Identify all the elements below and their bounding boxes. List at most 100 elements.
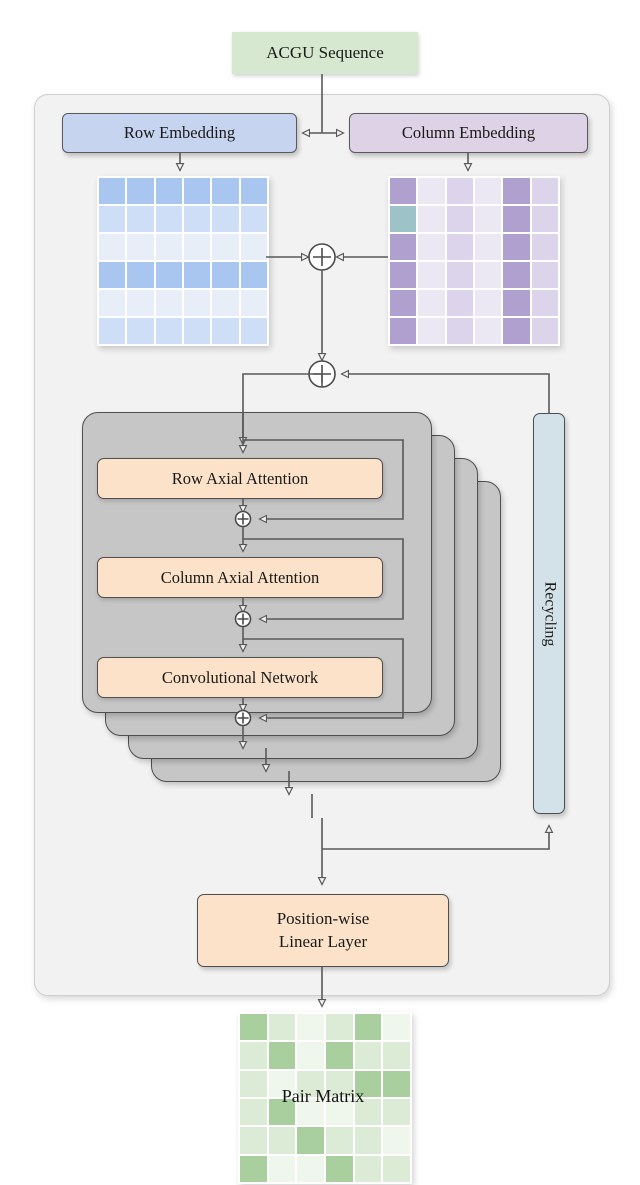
heatmap-cell [240, 1155, 267, 1182]
heatmap-cell [383, 1042, 410, 1069]
row-embedding-matrix [97, 176, 269, 346]
heatmap-cell [390, 206, 417, 232]
heatmap-cell [325, 1127, 353, 1154]
heatmap-cell [418, 234, 445, 260]
column-embedding-matrix [388, 176, 560, 346]
heatmap-cell [240, 1070, 267, 1097]
heatmap-cell [418, 178, 445, 204]
heatmap-cell [212, 318, 239, 344]
heatmap-cell [127, 262, 154, 288]
heatmap-cell [155, 318, 182, 344]
heatmap-cell [354, 1014, 382, 1041]
heatmap-cell [99, 318, 126, 344]
heatmap-cell [212, 290, 239, 316]
heatmap-cell [268, 1014, 296, 1041]
heatmap-cell [184, 318, 211, 344]
heatmap-cell [212, 206, 239, 232]
heatmap-cell [354, 1155, 382, 1182]
heatmap-cell [240, 1099, 267, 1126]
heatmap-cell [297, 1014, 324, 1041]
heatmap-cell [503, 262, 530, 288]
heatmap-cell [475, 318, 502, 344]
heatmap-cell [531, 290, 558, 316]
heatmap-cell [354, 1070, 382, 1097]
poslin-line2: Linear Layer [278, 931, 368, 951]
heatmap-cell [325, 1014, 353, 1041]
heatmap-cell [127, 290, 154, 316]
heatmap-cell [268, 1155, 296, 1182]
column-embedding-node: Column Embedding [349, 113, 588, 153]
heatmap-cell [531, 206, 558, 232]
heatmap-cell [383, 1070, 410, 1097]
heatmap-cell [418, 262, 445, 288]
heatmap-cell [531, 262, 558, 288]
heatmap-cell [446, 206, 473, 232]
heatmap-cell [418, 206, 445, 232]
heatmap-cell [297, 1127, 324, 1154]
pair-matrix [238, 1012, 412, 1184]
row-axial-attention-node: Row Axial Attention [97, 458, 383, 499]
heatmap-cell [99, 262, 126, 288]
recycling-node: Recycling [533, 413, 565, 814]
heatmap-cell [531, 234, 558, 260]
heatmap-cell [99, 206, 126, 232]
heatmap-cell [531, 178, 558, 204]
heatmap-cell [503, 318, 530, 344]
heatmap-cell [127, 318, 154, 344]
heatmap-cell [155, 206, 182, 232]
heatmap-cell [446, 290, 473, 316]
heatmap-cell [446, 262, 473, 288]
heatmap-cell [99, 178, 126, 204]
heatmap-cell [184, 178, 211, 204]
heatmap-cell [212, 178, 239, 204]
row-embedding-node: Row Embedding [62, 113, 297, 153]
heatmap-cell [184, 234, 211, 260]
recycling-label: Recycling [541, 581, 558, 646]
heatmap-cell [127, 178, 154, 204]
heatmap-cell [240, 234, 267, 260]
heatmap-cell [354, 1127, 382, 1154]
heatmap-cell [297, 1155, 324, 1182]
heatmap-cell [503, 206, 530, 232]
heatmap-cell [390, 178, 417, 204]
position-wise-linear-layer-node: Position-wise Linear Layer [197, 894, 449, 967]
acgu-sequence-node: ACGU Sequence [232, 32, 418, 74]
column-axial-attention-node: Column Axial Attention [97, 557, 383, 598]
heatmap-cell [503, 234, 530, 260]
heatmap-cell [475, 178, 502, 204]
heatmap-cell [475, 206, 502, 232]
heatmap-cell [240, 1042, 267, 1069]
heatmap-cell [390, 262, 417, 288]
heatmap-cell [240, 1127, 267, 1154]
heatmap-cell [184, 206, 211, 232]
heatmap-cell [390, 318, 417, 344]
heatmap-cell [212, 234, 239, 260]
heatmap-cell [325, 1099, 353, 1126]
heatmap-cell [446, 178, 473, 204]
heatmap-cell [475, 262, 502, 288]
heatmap-cell [531, 318, 558, 344]
heatmap-cell [503, 290, 530, 316]
heatmap-cell [184, 262, 211, 288]
heatmap-cell [390, 290, 417, 316]
heatmap-cell [390, 234, 417, 260]
heatmap-cell [155, 290, 182, 316]
heatmap-cell [127, 234, 154, 260]
heatmap-cell [155, 262, 182, 288]
heatmap-cell [297, 1042, 324, 1069]
heatmap-cell [383, 1099, 410, 1126]
heatmap-cell [475, 290, 502, 316]
heatmap-cell [297, 1099, 324, 1126]
heatmap-cell [240, 206, 267, 232]
heatmap-cell [268, 1099, 296, 1126]
heatmap-cell [503, 178, 530, 204]
heatmap-cell [383, 1127, 410, 1154]
heatmap-cell [268, 1127, 296, 1154]
heatmap-cell [212, 262, 239, 288]
heatmap-cell [184, 290, 211, 316]
convolutional-network-node: Convolutional Network [97, 657, 383, 698]
heatmap-cell [240, 262, 267, 288]
heatmap-cell [127, 206, 154, 232]
heatmap-cell [354, 1099, 382, 1126]
